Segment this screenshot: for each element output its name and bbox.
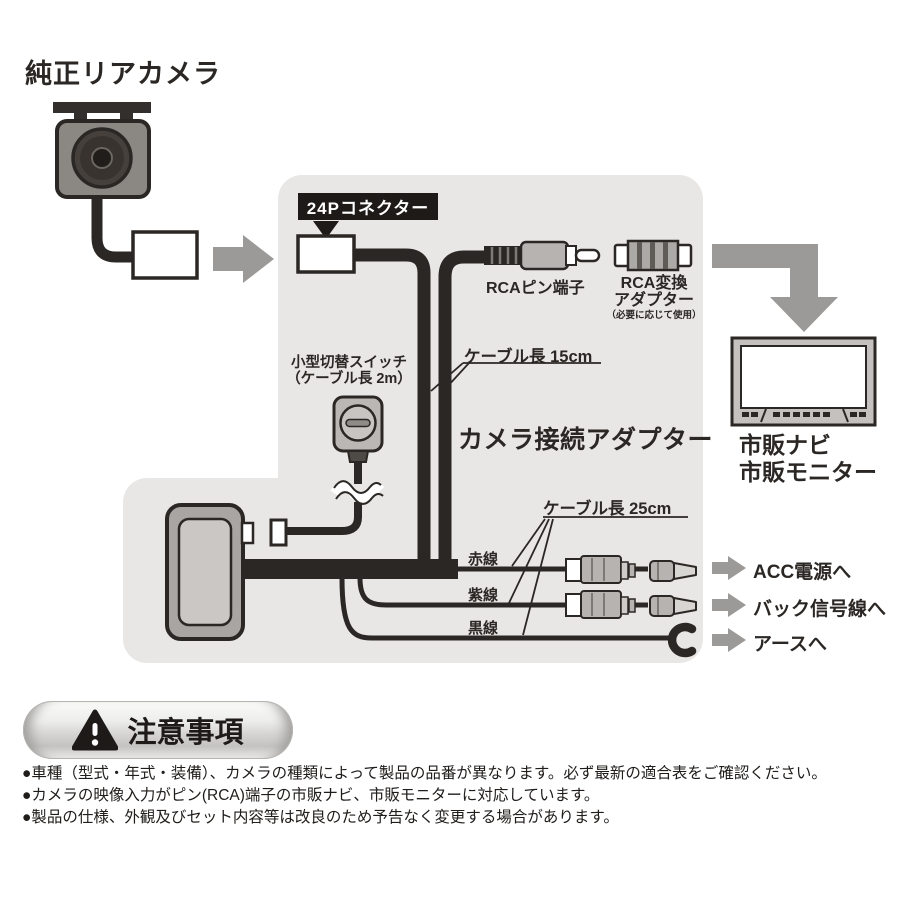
red-wire-label: 赤線 [468,551,499,568]
monitor-label: 市販ナビ 市販モニター [739,432,877,485]
monitor-illustration [730,336,877,427]
flow-arrow-icon [213,235,274,283]
rca-pin-label: RCAピン端子 [486,280,585,297]
switch-illustration [269,395,385,547]
note-item: ●カメラの映像入力がピン(RCA)端子の市販ナビ、市販モニターに対応しています。 [22,787,600,804]
flow-arrow-down-icon [712,244,838,332]
cable-length-15-label: ケーブル長 15cm [464,348,593,366]
camera-cable [91,197,133,263]
fuse-holder-red [565,555,697,584]
cable25-leaders [508,516,688,636]
warning-triangle-icon [72,709,119,751]
switch-label: 小型切替スイッチ （ケーブル長 2m） [286,355,412,387]
note-item: ●車種（型式・年式・装備）、カメラの種類によって製品の品番が異なります。必ず最新… [22,765,827,782]
fuse-holder-purple [565,590,697,619]
dest-arrow-icon [712,556,746,580]
ground-terminal-icon [667,622,697,658]
dest-arrow-icon [712,628,746,652]
connector-24p-label: 24Pコネクター [298,193,438,220]
rca-pin-plug [484,240,601,271]
notice-badge: 注意事項 [23,701,293,759]
purple-wire [357,577,648,608]
rca-adapter-note: （必要に応じて使用） [606,310,702,321]
page-title: 純正リアカメラ [25,59,221,89]
adapter-socket [240,521,255,545]
black-wire [339,577,672,641]
rear-camera-illustration [53,102,199,280]
switch-plug [269,518,288,547]
bullet-terminal-icon [673,562,697,580]
camera-connector [131,230,199,280]
notes-list: ●車種（型式・年式・装備）、カメラの種類によって製品の品番が異なります。必ず最新… [22,763,827,829]
purple-wire-label: 紫線 [468,587,499,604]
notice-title: 注意事項 [127,717,244,749]
dest-acc-label: ACC電源へ [753,562,852,583]
main-cables [243,248,484,579]
cable-break-icon [330,481,385,503]
black-wire-label: 黒線 [468,620,499,637]
rca-adapter-label: RCA変換 アダプター [613,275,694,309]
note-item: ●製品の仕様、外観及びセット内容等は改良のため予告なく変更する場合があります。 [22,809,619,826]
cable-length-25-label: ケーブル長 25cm [543,500,672,518]
adapter-title: カメラ接続アダプター [458,426,714,454]
adapter-unit [165,503,255,641]
dest-ground-label: アースへ [753,634,827,655]
dest-back-signal-label: バック信号線へ [753,599,887,620]
connector-24p-box [296,234,356,274]
camera-bracket [53,102,151,113]
rca-conversion-adapter [613,239,693,272]
dest-arrow-icon [712,593,746,617]
label-pointer-icon [313,221,339,239]
bullet-terminal-icon [673,597,697,615]
cable15-leaders [430,362,601,392]
